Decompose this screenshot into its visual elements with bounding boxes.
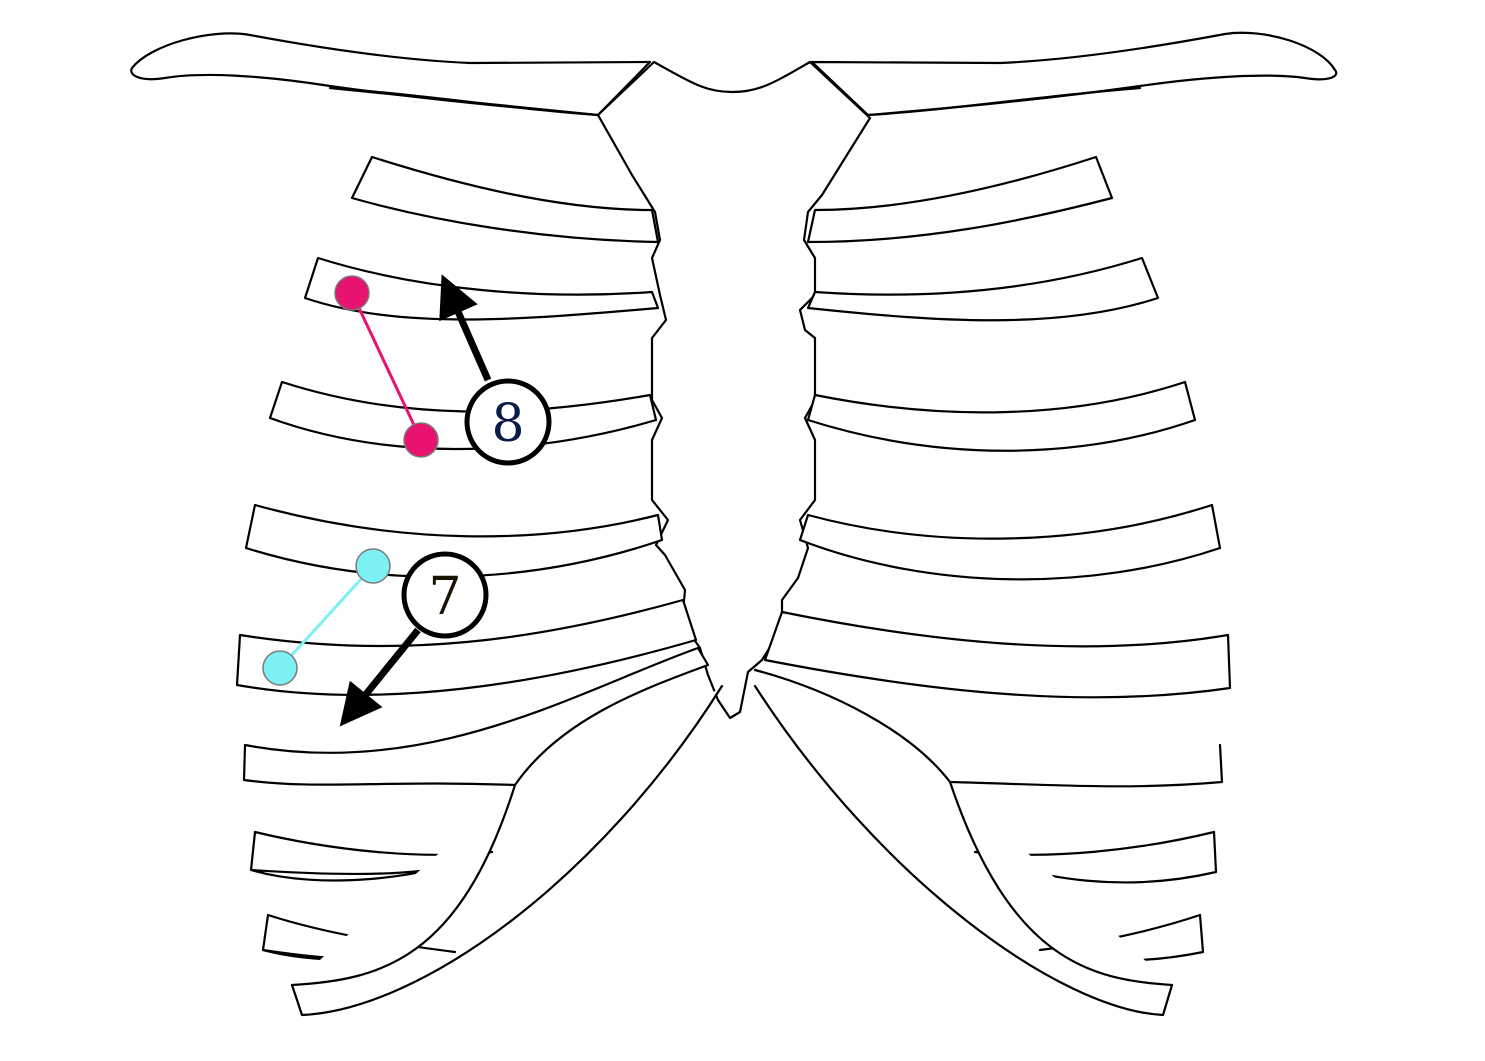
right-rib-1 (866, 86, 1142, 117)
marker-8-dot-lower (403, 422, 439, 458)
marker-8-group: 8 (334, 274, 552, 466)
left-clavicle (130, 32, 652, 117)
left-rib-1 (328, 86, 600, 117)
marker-8-connector-line (350, 292, 423, 441)
marker-7-arrow (339, 627, 421, 727)
marker-7-dot-upper (355, 548, 391, 584)
right-rib-4 (806, 380, 1197, 452)
marker-8-dot-upper (334, 275, 370, 311)
right-costal-margin (948, 780, 1174, 987)
marker-7-badge-circle (401, 551, 489, 639)
marker-7-connector-line (278, 564, 375, 670)
right-ribs (753, 86, 1232, 1017)
marker-8-badge-circle (464, 378, 552, 466)
left-rib-3 (303, 256, 660, 321)
marker-7-label: 7 (428, 567, 461, 627)
right-clavicle (810, 31, 1338, 117)
left-costal-margin (290, 783, 517, 987)
right-rib-5 (798, 503, 1222, 581)
marker-7-dot-lower (262, 650, 298, 686)
right-rib-2 (806, 155, 1114, 244)
marker-8-arrow (439, 274, 492, 382)
left-ribs (235, 86, 724, 1017)
sternum (596, 60, 872, 720)
right-rib-6 (763, 610, 1232, 699)
marker-7-group: 7 (262, 548, 489, 727)
left-rib-7 (242, 646, 710, 787)
left-rib-2 (350, 155, 660, 244)
right-rib-3 (806, 256, 1160, 322)
marker-8-label: 8 (491, 394, 524, 454)
left-rib-4 (268, 380, 658, 451)
